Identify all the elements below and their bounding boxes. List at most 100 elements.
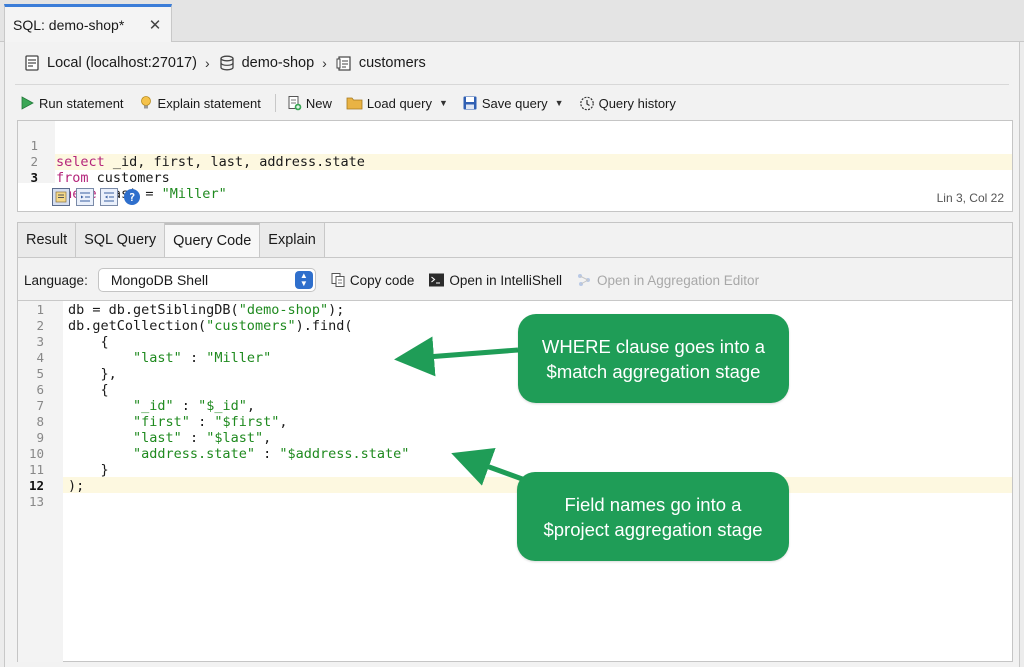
code-text: );	[68, 478, 85, 494]
code-string: "last"	[133, 430, 182, 446]
query-code-editor[interactable]: 1 db = db.getSiblingDB("demo-shop"); 2 db.…	[18, 300, 1012, 662]
current-line-highlight	[55, 154, 1012, 170]
code-string: "Miller"	[206, 350, 272, 366]
sql-text: customers	[88, 170, 170, 186]
copy-icon	[330, 272, 346, 288]
run-statement-label: Run statement	[39, 95, 124, 111]
format-sql-icon[interactable]	[52, 188, 70, 206]
code-text: ).find(	[295, 318, 353, 334]
code-string: "demo-shop"	[238, 302, 329, 318]
save-query-button[interactable]: Save query ▼	[462, 95, 564, 111]
query-history-button[interactable]: Query history	[578, 95, 676, 112]
line-number: 1	[30, 138, 38, 153]
folder-icon	[346, 95, 363, 111]
floppy-disk-icon	[462, 95, 478, 111]
tab-explain[interactable]: Explain	[260, 223, 325, 257]
query-history-label: Query history	[598, 95, 676, 111]
line-number: 6	[36, 382, 44, 397]
line-number: 12	[28, 478, 44, 493]
code-text: },	[68, 366, 117, 382]
language-select[interactable]: MongoDB Shell ▲▼	[97, 268, 316, 292]
load-query-button[interactable]: Load query ▼	[346, 95, 448, 111]
code-text: );	[328, 302, 345, 318]
tab-query-code[interactable]: Query Code	[165, 223, 261, 257]
line-number: 3	[36, 334, 44, 349]
line-number: 5	[36, 366, 44, 381]
chevron-right-icon: ›	[204, 55, 210, 71]
new-query-button[interactable]: New	[286, 95, 332, 111]
code-string: "$address.state"	[279, 446, 410, 462]
breadcrumb-collection[interactable]: customers	[358, 55, 426, 71]
collection-icon	[335, 54, 353, 72]
play-icon	[19, 95, 35, 111]
line-number-gutter	[18, 301, 63, 662]
code-string: "$last"	[206, 430, 264, 446]
code-text: db = db.getSiblingDB(	[68, 302, 239, 318]
breadcrumb: Local (localhost:27017) › demo-shop › cu…	[23, 52, 426, 74]
explain-statement-button[interactable]: Explain statement	[138, 95, 261, 111]
sql-query-panel: Local (localhost:27017) › demo-shop › cu…	[4, 42, 1020, 667]
result-area: Result SQL Query Query Code Explain Lang…	[17, 222, 1013, 662]
document-tab-title: SQL: demo-shop*	[13, 17, 125, 33]
sql-text: _id, first, last, address.state	[104, 154, 365, 170]
code-text: :	[181, 350, 207, 366]
lightbulb-icon	[138, 95, 154, 111]
code-text: {	[68, 382, 109, 398]
callout-text: WHERE clause goes into a	[541, 335, 766, 357]
language-row: Language: MongoDB Shell ▲▼ Copy code Ope…	[24, 268, 759, 292]
code-string: "$first"	[214, 414, 280, 430]
tab-sql-query[interactable]: SQL Query	[76, 223, 166, 257]
open-intellishell-button[interactable]: Open in IntelliShell	[428, 272, 562, 288]
toolbar: Run statement Explain statement New Load…	[19, 92, 690, 114]
line-number: 3	[30, 170, 38, 185]
line-number: 2	[36, 318, 44, 333]
breadcrumb-database[interactable]: demo-shop	[241, 55, 315, 71]
sql-editor[interactable]: 1 select _id, first, last, address.state…	[17, 120, 1013, 212]
sql-keyword: from	[56, 170, 89, 186]
load-query-label: Load query	[366, 95, 432, 111]
caret-down-icon: ▼	[438, 98, 448, 108]
callout-project-stage: Field names go into a $project aggregati…	[517, 472, 789, 561]
sql-keyword: select	[56, 154, 105, 170]
code-string: "_id"	[133, 398, 174, 414]
code-string: "$_id"	[198, 398, 247, 414]
code-string: "last"	[133, 350, 182, 366]
tab-result[interactable]: Result	[18, 223, 77, 257]
line-number: 4	[36, 350, 44, 365]
document-tab[interactable]: SQL: demo-shop* ✕	[4, 4, 172, 43]
help-icon[interactable]: ?	[124, 189, 140, 205]
save-query-label: Save query	[481, 95, 548, 111]
copy-code-label: Copy code	[349, 272, 415, 288]
terminal-icon	[428, 272, 445, 288]
document-tab-bar: SQL: demo-shop* ✕	[0, 0, 1024, 43]
server-icon	[23, 54, 41, 72]
tabs-divider	[18, 257, 1012, 258]
code-text	[68, 350, 133, 366]
outdent-icon[interactable]	[100, 188, 118, 206]
explain-statement-label: Explain statement	[157, 95, 261, 111]
indent-icon[interactable]	[76, 188, 94, 206]
line-number: 7	[36, 398, 44, 413]
language-label: Language:	[24, 272, 88, 288]
code-text: db.getCollection(	[68, 318, 207, 334]
sql-line: 1 select _id, first, last, address.state	[18, 122, 364, 170]
result-tabs: Result SQL Query Query Code Explain	[18, 223, 325, 257]
breadcrumb-connection[interactable]: Local (localhost:27017)	[47, 55, 197, 71]
line-number: 1	[36, 302, 44, 317]
open-intellishell-label: Open in IntelliShell	[449, 272, 562, 288]
line-number: 11	[28, 462, 44, 477]
toolbar-separator	[274, 94, 276, 112]
code-string: "customers"	[206, 318, 296, 334]
line-number: 13	[28, 494, 44, 509]
chevron-up-down-icon: ▲▼	[294, 271, 313, 289]
callout-text: $match aggregation stage	[546, 360, 761, 382]
copy-code-button[interactable]: Copy code	[330, 272, 415, 288]
callout-match-stage: WHERE clause goes into a $match aggregat…	[518, 314, 789, 403]
run-statement-button[interactable]: Run statement	[19, 95, 124, 111]
new-query-label: New	[305, 95, 332, 111]
close-icon[interactable]: ✕	[148, 17, 162, 34]
line-number: 8	[36, 414, 44, 429]
divider	[15, 84, 1009, 85]
open-aggregation-editor-button[interactable]: Open in Aggregation Editor	[576, 272, 759, 288]
history-icon	[578, 95, 595, 112]
